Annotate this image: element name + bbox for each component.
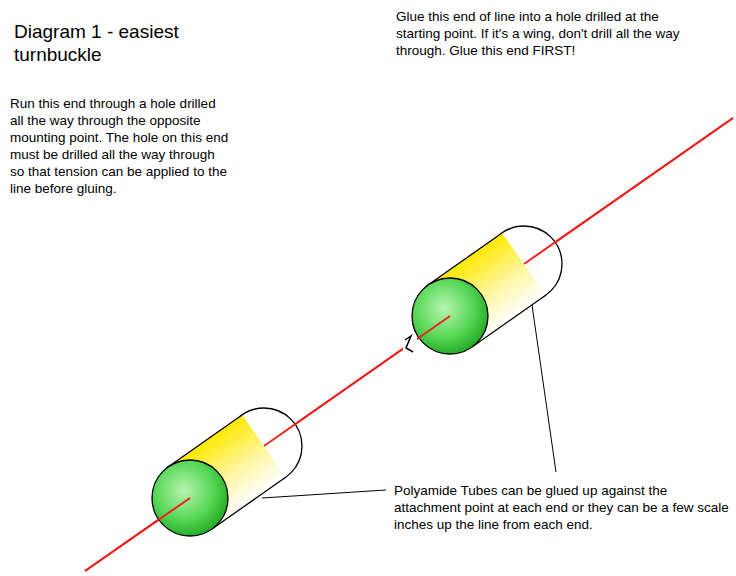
instruction-note: Glue this end of line into a hole drille… [396,8,701,59]
polyamide-tube [152,408,302,536]
rigging-line [85,118,733,571]
polyamide-tube [412,226,562,354]
instruction-note: Run this end through a hole drilled all … [10,95,232,197]
diagram-title: Diagram 1 - easiest turnbuckle [14,20,244,66]
rigging-line [85,118,733,571]
break-mark [403,336,417,353]
callout-note: Polyamide Tubes can be glued up against … [394,482,730,533]
leader-line [262,305,556,498]
